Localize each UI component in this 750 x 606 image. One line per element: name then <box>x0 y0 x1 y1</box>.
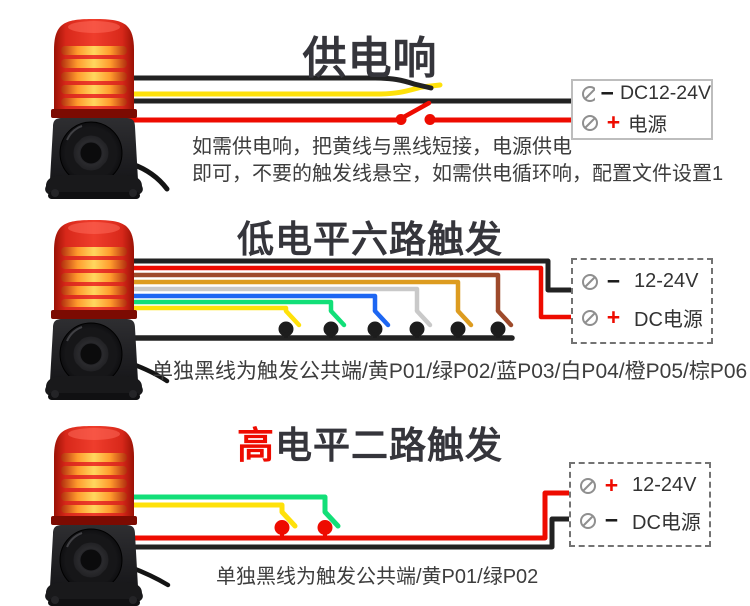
switch-lever-brown <box>495 308 514 328</box>
foot-lip <box>48 192 140 199</box>
terminal-row-positive: + DC电源 <box>581 303 711 332</box>
section-title-low-level: 低电平六路触发 <box>225 209 515 263</box>
speaker-ring <box>66 128 116 178</box>
terminal-row-negative: − DC电源 <box>579 506 709 535</box>
title-text: 电平二路触发 <box>275 425 503 466</box>
high-level-wire-legend: 单独黑线为触发公共端/黄P01/绿P02 <box>216 566 539 588</box>
switch-lever-white <box>414 308 433 328</box>
switch-lever-green <box>322 509 341 529</box>
beacon-light-image <box>45 220 143 400</box>
polarity-sign: − <box>604 507 619 533</box>
screw-terminal-icon <box>580 512 596 529</box>
switch-lever-green <box>328 308 347 328</box>
foot-screw <box>129 189 137 197</box>
low-level-terminal-block: − 12-24V + DC电源 <box>571 258 713 344</box>
low-level-trigger-section: 低电平六路触发 − 12-24V + DC电源 单独黑线为触发公共端/黄P01/… <box>0 205 750 405</box>
wire-black-negative <box>122 258 573 293</box>
wire-blue-p03 <box>122 293 378 311</box>
title-text: 供电响 <box>302 34 438 83</box>
beacon-light-image <box>45 19 143 199</box>
high-level-wiring-graphic <box>122 490 570 588</box>
polarity-sign: − <box>600 80 614 106</box>
polarity-sign: − <box>606 268 621 294</box>
power-wiring-graphic <box>119 75 571 192</box>
wire-brown-p06 <box>122 272 501 311</box>
speaker-spokes <box>69 131 113 175</box>
power-sound-section: 供电响 − DC12-24V + 电源 如需供电响，把黄线与黑线短接，电源 <box>0 0 750 205</box>
speaker-highlight <box>66 125 83 141</box>
terminal-label: 12-24V <box>634 270 699 292</box>
beacon-foot <box>45 175 143 196</box>
polarity-sign: + <box>604 472 619 498</box>
high-level-terminal-block: + 12-24V − DC电源 <box>569 462 711 547</box>
wire-orange-p05 <box>122 279 461 311</box>
beacon-led-bars <box>61 46 127 106</box>
wire-green-p02 <box>122 494 328 512</box>
wire-black-negative <box>122 516 570 550</box>
screw-terminal-icon <box>582 114 598 131</box>
screw-terminal-icon <box>580 477 596 494</box>
switch-contact-dots <box>278 321 506 338</box>
switch-lever-blue <box>372 308 391 328</box>
switch-contact-dots <box>274 520 333 538</box>
polarity-sign: + <box>606 109 621 135</box>
terminal-label: 12-24V <box>632 474 697 496</box>
section-title-high-level: 高电平二路触发 <box>225 415 515 469</box>
switch-lever-orange <box>455 308 474 328</box>
terminal-label: 电源 <box>628 114 668 136</box>
dome-highlight <box>68 21 120 33</box>
wire-black-shorted <box>119 75 434 91</box>
terminal-label: DC12-24V <box>619 82 711 104</box>
wire-red-positive <box>122 265 573 320</box>
foot-screw <box>51 189 59 197</box>
screw-terminal-icon <box>582 309 598 326</box>
terminal-row-negative: − DC12-24V <box>581 82 711 105</box>
low-level-wiring-graphic <box>119 258 573 384</box>
terminal-label: DC电源 <box>634 309 703 331</box>
switch-lever-yellow <box>283 308 302 328</box>
screw-terminal-icon <box>582 273 598 290</box>
switch-contact-dot <box>395 114 407 125</box>
beacon-light-image <box>45 426 143 606</box>
switch-lever-red <box>399 100 432 121</box>
section-title-power: 供电响 <box>225 22 515 86</box>
title-accent-text: 高 <box>237 425 275 466</box>
instruction-line: 如需供电响，把黄线与黑线短接，电源供电 <box>192 136 572 158</box>
wire-white-p04 <box>122 286 420 311</box>
wire-green-p02 <box>122 299 334 311</box>
terminal-row-positive: + 电源 <box>581 108 711 137</box>
polarity-sign: + <box>606 304 621 330</box>
wire-yellow-trigger <box>119 82 443 97</box>
terminal-row-positive: + 12-24V <box>579 474 709 497</box>
power-instructions: 如需供电响，把黄线与黑线短接，电源供电 即可，不要的触发线悬空，如需供电循环响，… <box>192 134 723 187</box>
switch-lever-yellow <box>279 509 298 529</box>
terminal-label: DC电源 <box>632 512 701 534</box>
low-level-wire-legend: 单独黑线为触发公共端/黄P01/绿P02/蓝P03/白P04/橙P05/棕P06 <box>152 360 748 383</box>
power-terminal-block: − DC12-24V + 电源 <box>571 79 713 140</box>
screw-terminal-icon <box>582 85 595 102</box>
title-text: 低电平六路触发 <box>237 219 503 260</box>
terminal-row-negative: − 12-24V <box>581 270 711 293</box>
wire-red-common-bus <box>122 490 570 541</box>
dome-rim <box>51 109 137 118</box>
high-level-trigger-section: 高电平二路触发 + 12-24V − DC电源 单独黑线为触发公共端/黄P01 <box>0 405 750 606</box>
speaker-center <box>79 141 103 165</box>
instruction-line: 即可，不要的触发线悬空，如需供电循环响，配置文件设置1 <box>192 162 724 185</box>
